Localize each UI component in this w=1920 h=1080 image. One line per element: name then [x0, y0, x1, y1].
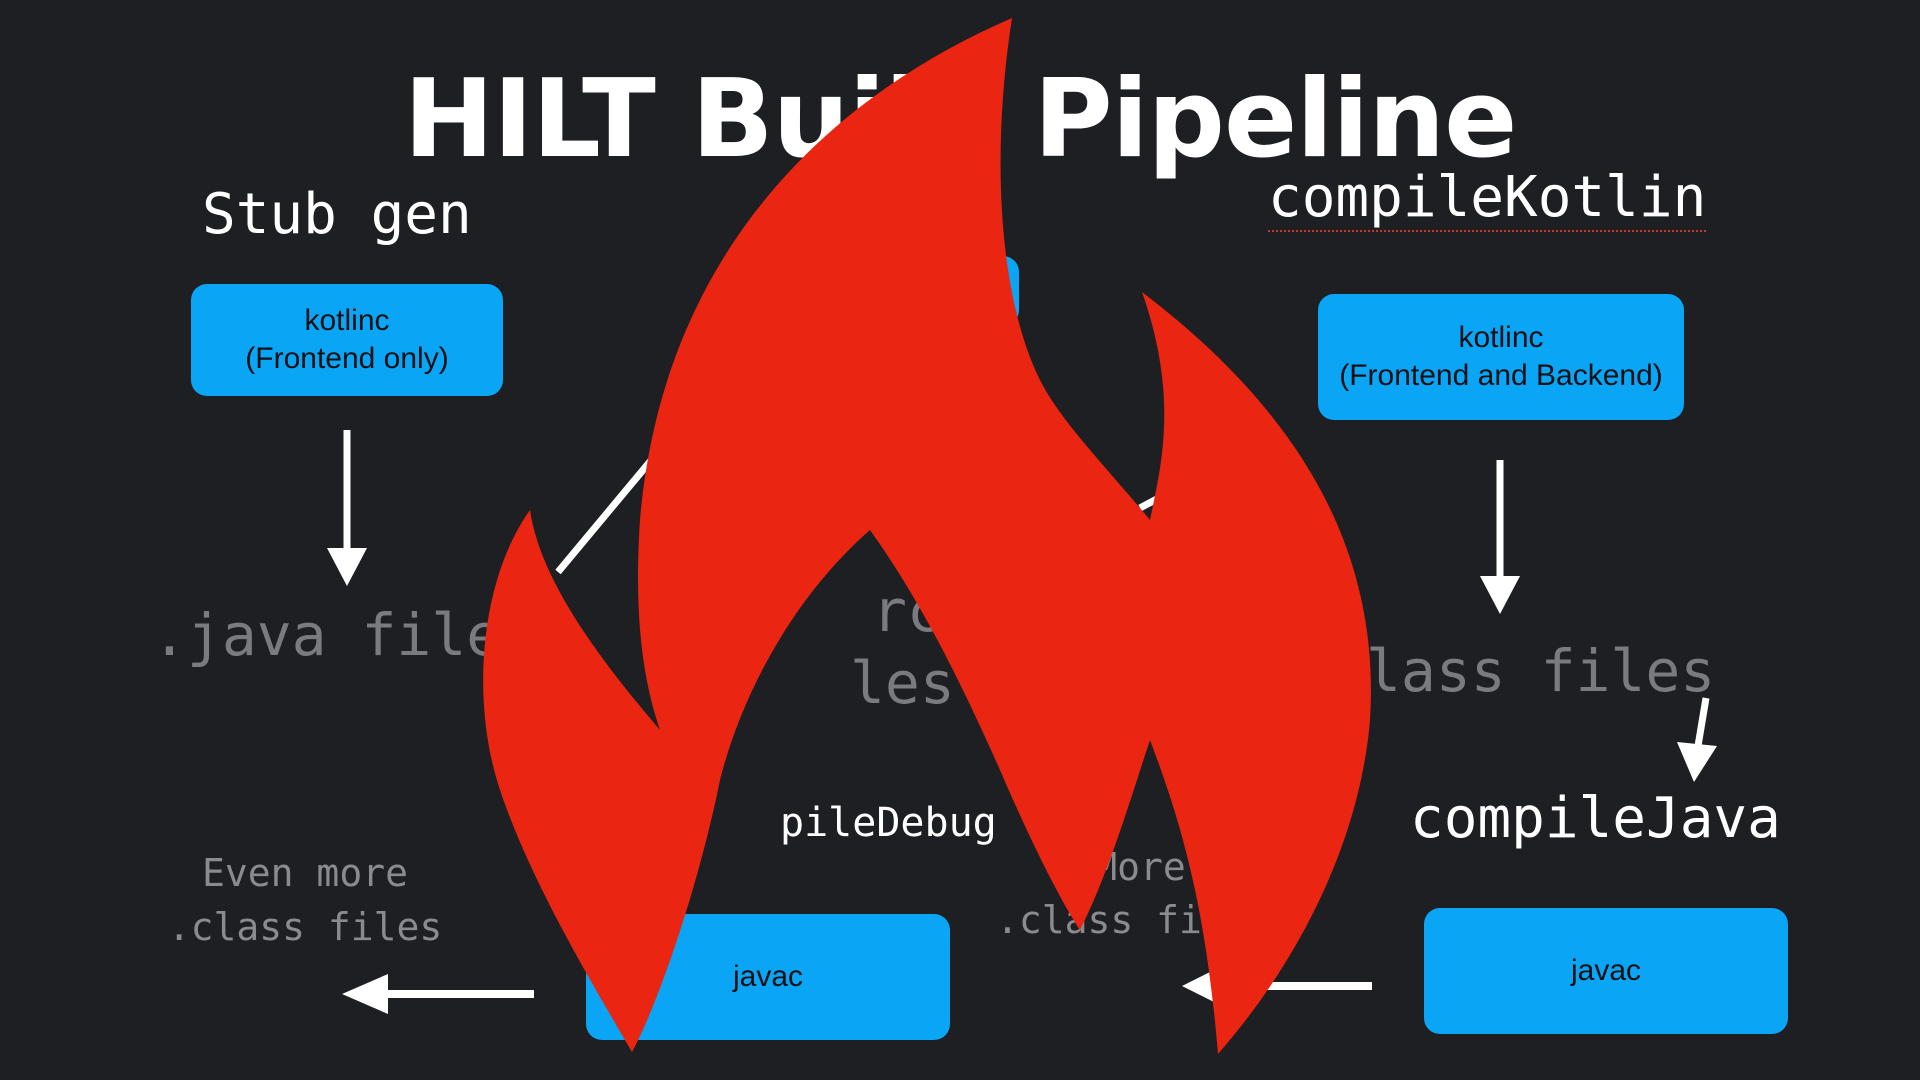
kotlinc-frontend-box-title: kotlinc: [304, 304, 390, 337]
more-class-files-line2: .class fi: [996, 898, 1202, 942]
java-files-label: .java file: [152, 601, 502, 669]
javac-right-box: javac: [1424, 908, 1788, 1034]
even-more-class-files-line2: .class files: [167, 905, 443, 949]
stage-label-stub-gen: Stub gen: [202, 182, 472, 247]
javac-middle-box-label: javac: [732, 960, 804, 993]
kotlinc-full-box-title: kotlinc: [1458, 321, 1544, 354]
arrow-down-compilekotlin: [1480, 460, 1520, 614]
source-files-label-line2: les: [850, 649, 955, 717]
kotlinc-full-box: kotlinc (Frontend and Backend): [1318, 294, 1684, 420]
kotlinc-full-box-subtitle: (Frontend and Backend): [1339, 359, 1663, 392]
javac-right-box-label: javac: [1570, 954, 1642, 987]
flame-icon: [483, 18, 1371, 1054]
arrow-to-compilejava: [1677, 697, 1717, 782]
arrow-left-even-more-class: [342, 974, 534, 1014]
stage-label-compile-kotlin: compileKotlin: [1268, 165, 1707, 232]
stage-label-compile-debug: pileDebug: [780, 800, 997, 846]
class-files-label: lass files: [1366, 637, 1716, 705]
even-more-class-files-line1: Even more: [202, 851, 408, 895]
stage-label-compile-java: compileJava: [1410, 786, 1781, 851]
arrow-down-stubgen: [327, 430, 367, 586]
kotlinc-frontend-box-subtitle: (Frontend only): [245, 342, 449, 375]
kotlinc-frontend-box: kotlinc (Frontend only): [191, 284, 503, 396]
